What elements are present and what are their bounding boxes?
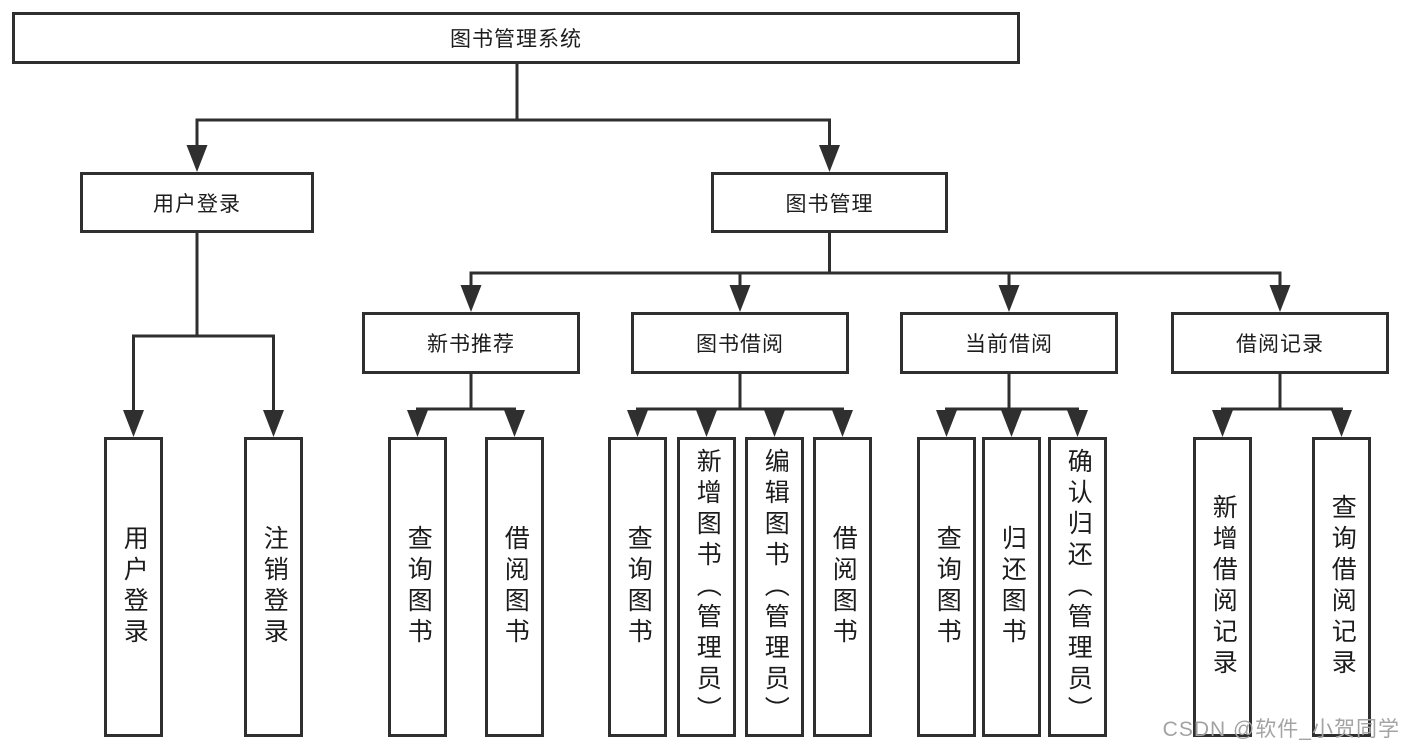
leaf-label: 新增借阅记录 (1209, 494, 1238, 680)
node-library-management-system: 图书管理系统 (12, 12, 1020, 64)
leaf-return-book: 归还图书 (982, 437, 1041, 737)
leaf-borrow-books: 借阅图书 (813, 437, 872, 737)
arrowhead-icons (123, 145, 1352, 437)
node-user-login: 用户登录 (80, 172, 314, 233)
leaf-label: 归还图书 (998, 525, 1027, 649)
leaf-user-login: 用户登录 (104, 437, 163, 737)
leaf-edit-book-admin: 编辑图书（管理员） (745, 437, 804, 737)
leaf-label: 查询图书 (933, 525, 962, 649)
leaf-label: 编辑图书（管理员） (761, 447, 790, 727)
node-book-management: 图书管理 (711, 172, 948, 233)
leaf-query-books-current: 查询图书 (917, 437, 976, 737)
node-current-borrow: 当前借阅 (900, 312, 1118, 374)
leaf-query-borrow-record: 查询借阅记录 (1312, 437, 1371, 737)
leaf-label: 注销登录 (260, 525, 289, 649)
leaf-label: 新增图书（管理员） (693, 447, 722, 727)
leaf-label: 查询借阅记录 (1328, 494, 1357, 680)
node-borrow-records: 借阅记录 (1171, 312, 1389, 374)
leaf-borrow-books-recommend: 借阅图书 (485, 437, 544, 737)
leaf-confirm-return-admin: 确认归还（管理员） (1048, 437, 1107, 737)
leaf-label: 确认归还（管理员） (1064, 447, 1093, 727)
leaf-add-book-admin: 新增图书（管理员） (677, 437, 736, 737)
leaf-add-borrow-record: 新增借阅记录 (1193, 437, 1252, 737)
leaf-label: 查询图书 (624, 525, 653, 649)
leaf-logout: 注销登录 (244, 437, 303, 737)
leaf-label: 用户登录 (120, 525, 149, 649)
leaf-query-books-borrow: 查询图书 (608, 437, 667, 737)
leaf-label: 查询图书 (404, 525, 433, 649)
leaf-query-books-recommend: 查询图书 (388, 437, 447, 737)
leaf-label: 借阅图书 (501, 525, 530, 649)
node-new-book-recommend: 新书推荐 (362, 312, 580, 374)
leaf-label: 借阅图书 (829, 525, 858, 649)
node-book-borrow: 图书借阅 (631, 312, 849, 374)
